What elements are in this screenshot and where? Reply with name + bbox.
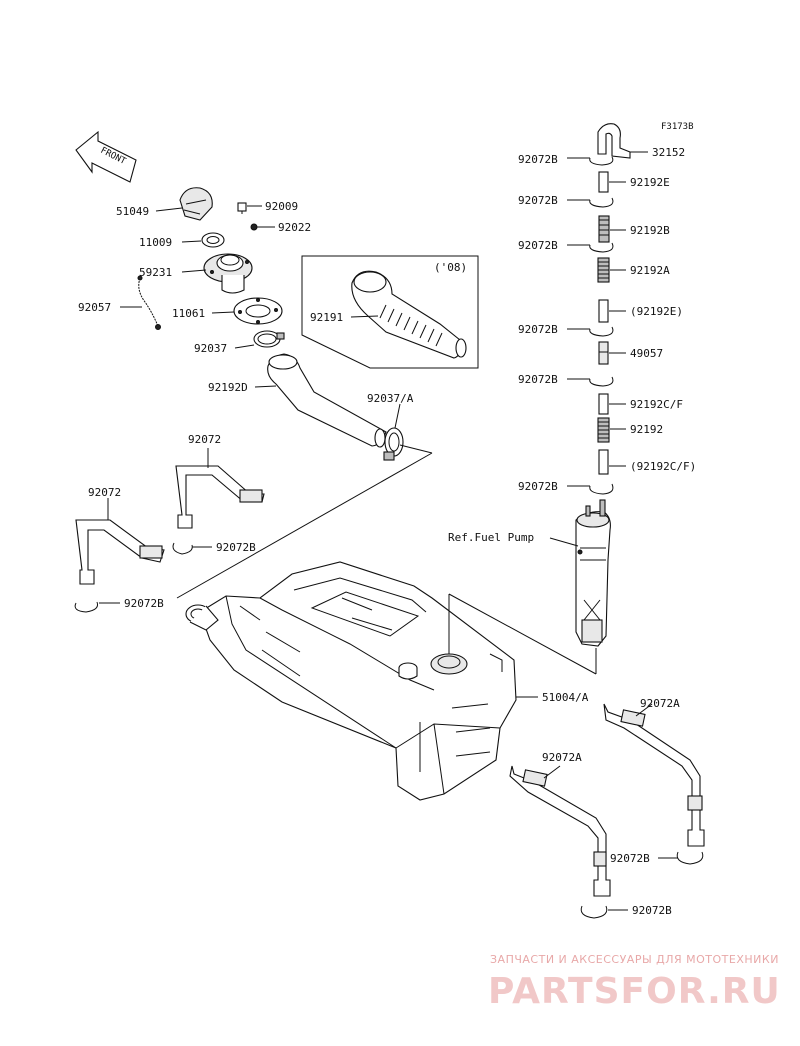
label-32152: 32152 (652, 146, 685, 159)
hose-92192D (267, 353, 387, 448)
clip-92072B-5 (589, 242, 614, 253)
clamp-92037A (383, 427, 404, 461)
label-92009: 92009 (265, 200, 298, 213)
strap-92072A-right (603, 703, 705, 847)
label-92072B-9: 92072B (610, 852, 650, 865)
hose-92192B (598, 215, 610, 243)
bracket-92072-upper (175, 465, 265, 529)
label-92037: 92037 (194, 342, 227, 355)
inset-08-box: ('08) (301, 255, 479, 369)
label-92072B-1: 92072B (216, 541, 256, 554)
clip-92072B-4 (589, 197, 614, 208)
bracket-92072-lower (75, 519, 165, 585)
label-92072-a: 92072 (188, 433, 221, 446)
strap-92057 (137, 275, 161, 330)
label-92192A: 92192A (630, 264, 670, 277)
clip-92072B-6 (589, 326, 614, 337)
label-51004A: 51004/A (542, 691, 589, 704)
label-92192B: 92192B (630, 224, 670, 237)
label-11009: 11009 (139, 236, 172, 249)
hose-92192CF-paren (598, 449, 609, 475)
fuel-pump-ref (575, 499, 611, 647)
label-92072B-4: 92072B (518, 194, 558, 207)
label-51049: 51049 (116, 205, 149, 218)
clip-92072B-10 (580, 905, 608, 919)
watermark-line1: ЗАПЧАСТИ И АКСЕССУАРЫ ДЛЯ МОТОТЕХНИКИ (490, 953, 779, 966)
clip-92072B-1 (172, 542, 193, 555)
o-ring-11009 (201, 232, 225, 248)
label-92192E-paren: (92192E) (630, 305, 683, 318)
figure-code: F3173B (661, 122, 694, 132)
front-arrow-icon: FRONT (75, 130, 137, 183)
label-92192E: 92192E (630, 176, 670, 189)
label-92072B-6: 92072B (518, 323, 558, 336)
hose-32152 (589, 123, 631, 166)
label-92072B-8: 92072B (518, 480, 558, 493)
label-92072B-7: 92072B (518, 373, 558, 386)
hose-92192E-paren (598, 299, 609, 323)
strap-92072A-center (509, 765, 611, 897)
label-92072B-10: 92072B (632, 904, 672, 917)
washer-92022 (250, 223, 258, 231)
label-92072-b: 92072 (88, 486, 121, 499)
label-92191: 92191 (310, 311, 343, 324)
clip-92072B-2 (74, 601, 98, 613)
hose-92192 (597, 417, 610, 443)
clip-92072B-8 (589, 483, 614, 495)
gasket-11061 (233, 297, 283, 325)
ref-fuel-pump-label: Ref.Fuel Pump (448, 531, 534, 544)
clip-92072B-9 (676, 851, 704, 865)
label-92072B-2: 92072B (124, 597, 164, 610)
hose-92192E (598, 171, 609, 193)
label-92192CF: 92192C/F (630, 398, 683, 411)
label-92192CF-paren: (92192C/F) (630, 460, 696, 473)
watermark: ЗАПЧАСТИ И АКСЕССУАРЫ ДЛЯ МОТОТЕХНИКИ PA… (488, 953, 781, 1012)
filler-neck-59231 (203, 253, 253, 294)
bolt-92009 (237, 202, 247, 214)
label-92022: 92022 (278, 221, 311, 234)
hose-92192CF (598, 393, 609, 415)
label-92192: 92192 (630, 423, 663, 436)
inset-label: ('08) (434, 261, 467, 274)
fitting-49057 (598, 341, 609, 365)
watermark-line2: PARTSFOR.RU (488, 971, 781, 1012)
label-92072B-3: 92072B (518, 153, 558, 166)
label-92072A-2: 92072A (542, 751, 582, 764)
fuel-tank-51004A (185, 561, 517, 801)
label-92057: 92057 (78, 301, 111, 314)
label-59231: 59231 (139, 266, 172, 279)
clip-92072B-7 (589, 376, 614, 387)
label-92037A: 92037/A (367, 392, 414, 405)
label-49057: 49057 (630, 347, 663, 360)
hose-92192A (597, 257, 610, 283)
clamp-92037 (253, 330, 285, 348)
label-92192D: 92192D (208, 381, 248, 394)
label-92072A-1: 92072A (640, 697, 680, 710)
filler-cap-cover (179, 187, 213, 221)
label-92072B-5: 92072B (518, 239, 558, 252)
label-11061: 11061 (172, 307, 205, 320)
